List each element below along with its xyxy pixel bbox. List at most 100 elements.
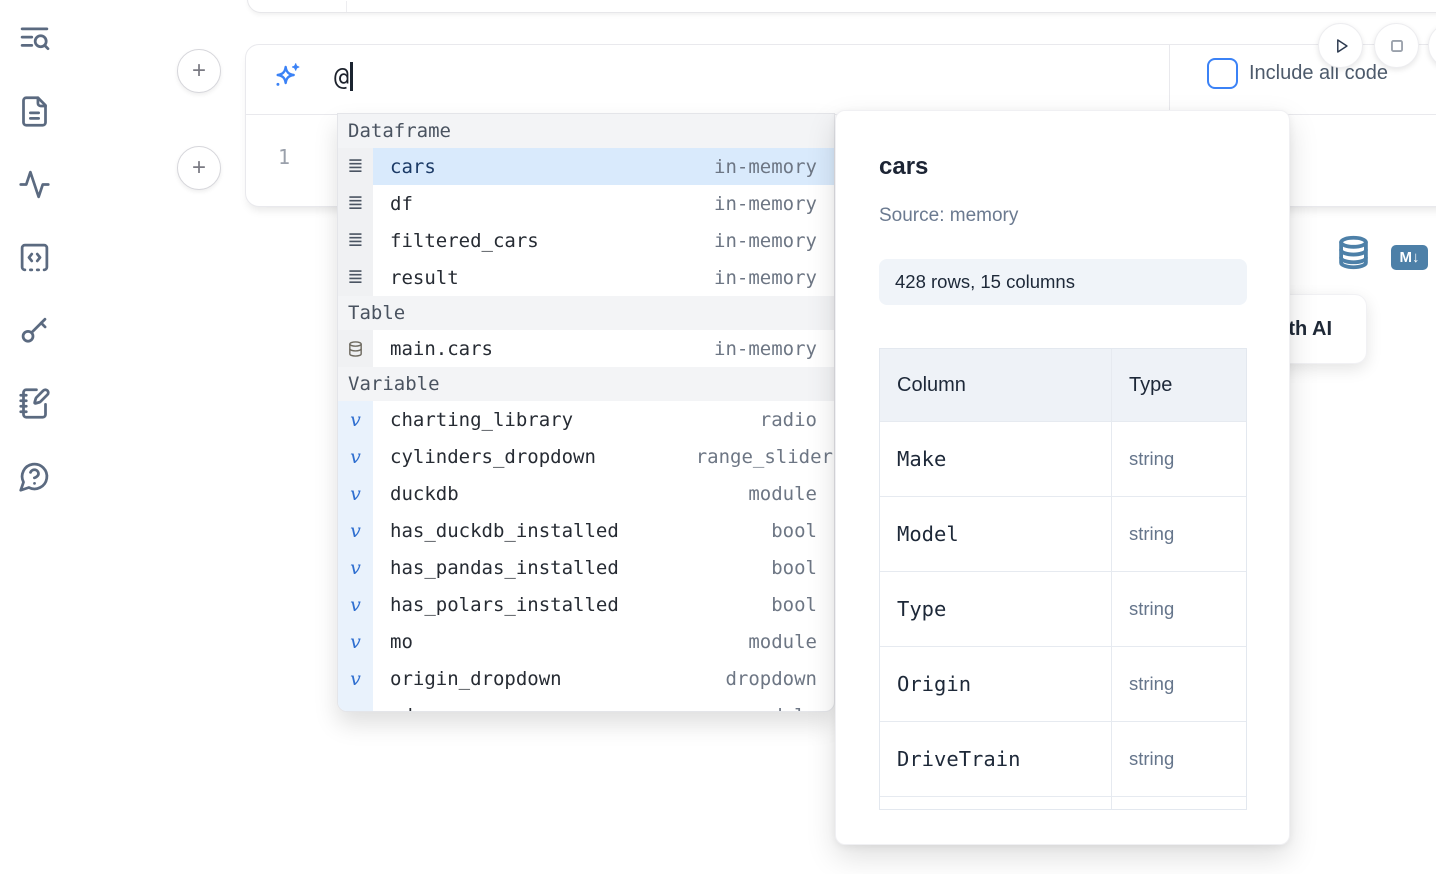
dataframe-icon (338, 259, 373, 296)
variable-icon: v (338, 586, 373, 623)
column-type: string (1129, 748, 1175, 769)
item-name: filtered_cars (390, 229, 539, 252)
notebook-pen-icon[interactable] (18, 387, 54, 423)
item-type: radio (759, 408, 817, 431)
schema-row: Origin string (880, 646, 1246, 721)
item-name: cars (390, 155, 436, 178)
autocomplete-item-main.cars[interactable]: main.cars in-memory (338, 330, 834, 367)
item-type: in-memory (714, 155, 817, 178)
variable-icon: v (338, 475, 373, 512)
panel-shape-badge: 428 rows, 15 columns (879, 259, 1247, 305)
column-name: Make (897, 447, 947, 471)
previous-cell-edge (247, 0, 1436, 13)
item-type: in-memory (714, 192, 817, 215)
activity-icon[interactable] (18, 168, 54, 204)
variable-icon: v (338, 697, 373, 711)
schema-header-column: Column (880, 349, 1112, 421)
column-name: Origin (897, 672, 972, 696)
item-name: cylinders_dropdown (390, 445, 596, 468)
autocomplete-item-cylinders_dropdown[interactable]: v cylinders_dropdown range_slider (338, 438, 834, 475)
toc-search-icon[interactable] (18, 22, 54, 58)
item-type: in-memory (714, 229, 817, 252)
column-name: Model (897, 522, 959, 546)
column-type: string (1129, 673, 1175, 694)
autocomplete-section-header: Variable (338, 367, 834, 401)
schema-header-row: Column Type (880, 349, 1246, 421)
variable-icon: v (338, 512, 373, 549)
add-cell-above-button[interactable]: + (177, 49, 221, 93)
dataframe-icon (338, 148, 373, 185)
table-db-icon (338, 330, 373, 367)
item-type: module (748, 630, 817, 653)
previous-cell-gutter-divider (346, 1, 347, 12)
dataframe-icon (338, 222, 373, 259)
item-type: module (748, 705, 834, 712)
run-cell-button[interactable] (1318, 23, 1363, 68)
autocomplete-item-has_polars_installed[interactable]: v has_polars_installed bool (338, 586, 834, 623)
dataframe-icon (338, 185, 373, 222)
text-cursor (350, 62, 354, 91)
item-name: duckdb (390, 482, 459, 505)
autocomplete-section-header: Dataframe (338, 114, 834, 148)
item-type: module (748, 482, 817, 505)
schema-row: DriveTrain string (880, 721, 1246, 796)
schema-header-type: Type (1129, 373, 1173, 396)
item-name: df (390, 192, 413, 215)
item-type: range_slider (695, 445, 833, 468)
key-icon[interactable] (18, 314, 54, 350)
column-type: string (1129, 448, 1175, 469)
line-number: 1 (277, 145, 291, 169)
item-type: in-memory (714, 266, 817, 289)
item-name: has_pandas_installed (390, 556, 619, 579)
add-cell-below-button[interactable]: + (177, 146, 221, 190)
autocomplete-item-charting_library[interactable]: v charting_library radio (338, 401, 834, 438)
stop-cell-button[interactable] (1374, 23, 1419, 68)
help-chat-icon[interactable] (18, 460, 54, 496)
column-name: Type (897, 597, 947, 621)
item-name: pd (390, 705, 413, 712)
ai-prompt-row[interactable]: @ Include all code (246, 45, 1436, 115)
include-all-code-checkbox[interactable] (1207, 58, 1238, 89)
prompt-options: Include all code (1169, 45, 1436, 114)
schema-row (880, 796, 1246, 809)
autocomplete-item-cars[interactable]: cars in-memory (338, 148, 834, 185)
autocomplete-item-filtered_cars[interactable]: filtered_cars in-memory (338, 222, 834, 259)
code-editor-row[interactable]: 1 M↓ (246, 115, 1436, 270)
markdown-icon[interactable]: M↓ (1391, 245, 1428, 270)
column-name: DriveTrain (897, 747, 1021, 771)
autocomplete-item-result[interactable]: result in-memory (338, 259, 834, 296)
sidebar (18, 22, 58, 533)
item-name: main.cars (390, 337, 493, 360)
variable-icon: v (338, 438, 373, 475)
column-type: string (1129, 598, 1175, 619)
item-type: in-memory (714, 337, 817, 360)
autocomplete-item-df[interactable]: df in-memory (338, 185, 834, 222)
dataframe-preview-panel: cars Source: memory 428 rows, 15 columns… (835, 110, 1290, 845)
file-text-icon[interactable] (18, 95, 54, 131)
variable-icon: v (338, 401, 373, 438)
autocomplete-item-pd[interactable]: v pd module (338, 697, 834, 712)
snippets-code-icon[interactable] (18, 241, 54, 277)
item-type: dropdown (725, 667, 817, 690)
ai-prompt-input[interactable]: @ (334, 62, 354, 91)
item-name: charting_library (390, 408, 574, 431)
variable-icon: v (338, 660, 373, 697)
schema-row: Make string (880, 421, 1246, 496)
panel-title: cars (879, 153, 929, 180)
panel-source: Source: memory (879, 205, 1019, 226)
item-name: result (390, 266, 459, 289)
item-name: origin_dropdown (390, 667, 562, 690)
item-name: mo (390, 630, 413, 653)
item-type: bool (771, 593, 817, 616)
database-icon[interactable] (1336, 235, 1371, 272)
autocomplete-item-origin_dropdown[interactable]: v origin_dropdown dropdown (338, 660, 834, 697)
schema-row: Model string (880, 496, 1246, 571)
autocomplete-section-header: Table (338, 296, 834, 330)
column-type: string (1129, 523, 1175, 544)
item-name: has_polars_installed (390, 593, 619, 616)
